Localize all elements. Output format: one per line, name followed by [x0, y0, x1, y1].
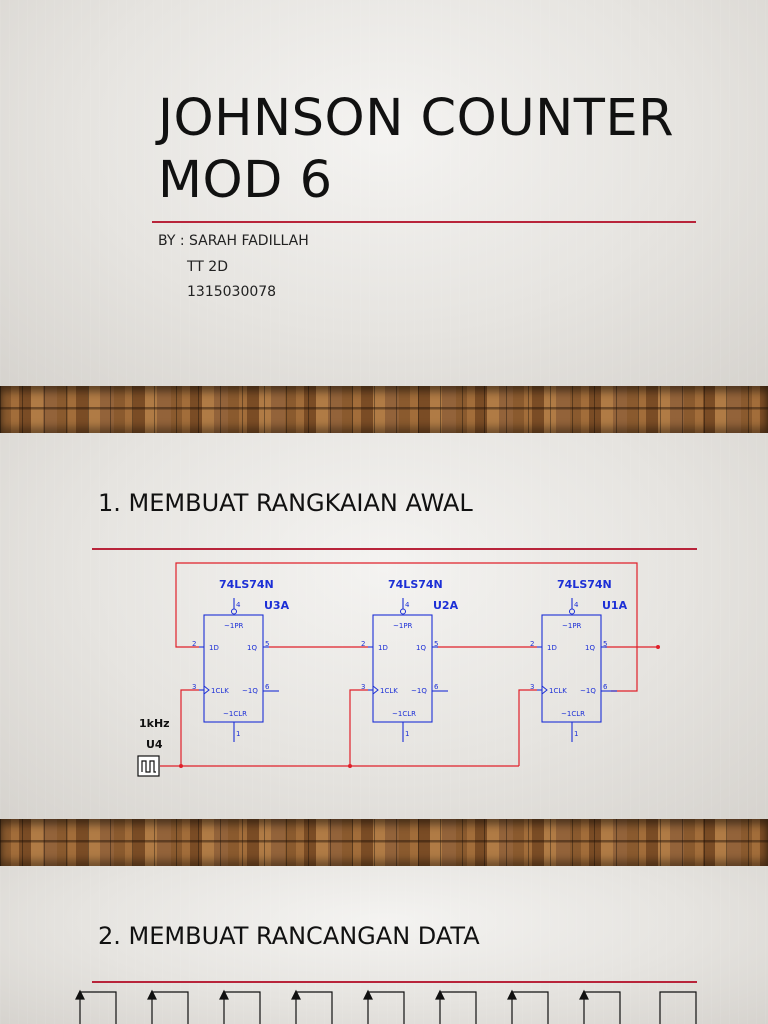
- flip-flop-3: 74LS74N U1A 4 ~1PR 2 1D 5 1Q 3 1CLK 6 ~1Q ~1CLR 1: [530, 578, 628, 742]
- flip-flop-body: [203, 614, 264, 723]
- rising-edge-arrow-icon: [363, 989, 373, 1000]
- q-not-pin-number: 6: [434, 683, 439, 691]
- section-divider: [92, 981, 697, 983]
- preset-pin-number: 4: [574, 601, 579, 609]
- flip-flop-1: 74LS74N U3A 4 ~1PR 2 1D 5 1Q 3 1CLK 6 ~1Q ~1CLR 1: [192, 578, 290, 742]
- data-pin-number: 2: [192, 640, 196, 648]
- author-line: BY : SARAH FADILLAH: [158, 233, 309, 249]
- flip-flop-reference: U3A: [264, 599, 290, 612]
- preset-pin-label: ~1PR: [393, 622, 413, 630]
- data-pin-label: 1D: [209, 644, 219, 652]
- q-not-pin-number: 6: [265, 683, 270, 691]
- clock-source: 1kHz U4: [137, 717, 170, 777]
- q-pin-label: 1Q: [247, 644, 257, 652]
- wood-floor-divider: [0, 386, 768, 433]
- clock-pulse: [511, 991, 549, 1024]
- q-not-pin-number: 6: [603, 683, 608, 691]
- preset-pin-label: ~1PR: [562, 622, 582, 630]
- q-pin-number: 5: [265, 640, 269, 648]
- data-pin-number: 2: [530, 640, 534, 648]
- timing-diagram-preview: [75, 989, 697, 1024]
- clock-pin-number: 3: [192, 683, 196, 691]
- flip-flop-reference: U1A: [602, 599, 628, 612]
- clear-pin-label: ~1CLR: [561, 710, 585, 718]
- clock-frequency-label: 1kHz: [139, 717, 170, 730]
- clock-pin-number: 3: [361, 683, 365, 691]
- flip-flop-reference: U2A: [433, 599, 459, 612]
- section-heading: 2. MEMBUAT RANCANGAN DATA: [98, 922, 480, 950]
- wire-junctions: [179, 645, 660, 768]
- q-pin-label: 1Q: [585, 644, 595, 652]
- section-heading: 1. MEMBUAT RANGKAIAN AWAL: [98, 489, 473, 517]
- wood-floor-divider: [0, 819, 768, 866]
- clear-pin-number: 1: [574, 730, 578, 738]
- flip-flop-2: 74LS74N U2A 4 ~1PR 2 1D 5 1Q 3 1CLK 6 ~1Q ~1CLR 1: [361, 578, 459, 742]
- clock-pulse: [367, 991, 405, 1024]
- clock-pulse: [223, 991, 261, 1024]
- circuit-slide: 1. MEMBUAT RANGKAIAN AWAL 1kHz U4: [0, 433, 768, 819]
- clock-pulse: [439, 991, 477, 1024]
- rising-edge-arrow-icon: [75, 989, 85, 1000]
- title-line-1: JOHNSON COUNTER: [158, 89, 675, 148]
- q-pin-number: 5: [434, 640, 438, 648]
- q-not-pin-label: ~1Q: [242, 687, 258, 695]
- square-wave-icon: [141, 760, 156, 773]
- main-title: JOHNSON COUNTER MOD 6: [158, 88, 674, 212]
- rising-edge-arrow-icon: [147, 989, 157, 1000]
- flip-flop-body: [541, 614, 602, 723]
- clock-pulse: [295, 991, 333, 1024]
- data-pin-label: 1D: [378, 644, 388, 652]
- preset-pin-label: ~1PR: [224, 622, 244, 630]
- class-line: TT 2D: [187, 258, 228, 275]
- section-divider: [92, 548, 697, 550]
- clock-pin-number: 3: [530, 683, 534, 691]
- rising-edge-arrow-icon: [435, 989, 445, 1000]
- title-divider: [152, 221, 696, 223]
- preset-pin-number: 4: [405, 601, 410, 609]
- q-not-pin-label: ~1Q: [580, 687, 596, 695]
- clock-pulse: [151, 991, 189, 1024]
- clock-pin-label: 1CLK: [211, 687, 229, 695]
- student-id-line: 1315030078: [187, 284, 277, 300]
- clear-pin-number: 1: [236, 730, 240, 738]
- clock-pin-label: 1CLK: [549, 687, 567, 695]
- rising-edge-arrow-icon: [219, 989, 229, 1000]
- clock-pulse: [583, 991, 621, 1024]
- clear-pin-number: 1: [405, 730, 409, 738]
- johnson-counter-schematic: 1kHz U4 74LS74N U3A 4 ~1PR 2 1D 5 1Q 3 1CLK 6 ~1Q ~1…: [137, 562, 660, 777]
- title-slide: JOHNSON COUNTER MOD 6 BY : SARAH FADILLA…: [0, 0, 768, 386]
- rising-edge-arrow-icon: [507, 989, 517, 1000]
- flip-flop-part-number: 74LS74N: [219, 578, 274, 591]
- flip-flop-part-number: 74LS74N: [388, 578, 443, 591]
- rising-edge-arrow-icon: [291, 989, 301, 1000]
- data-design-slide: 2. MEMBUAT RANCANGAN DATA: [0, 866, 768, 1024]
- q-pin-number: 5: [603, 640, 607, 648]
- data-pin-label: 1D: [547, 644, 557, 652]
- clear-pin-label: ~1CLR: [223, 710, 247, 718]
- flip-flop-body: [372, 614, 433, 723]
- title-line-2: MOD 6: [158, 151, 333, 210]
- clock-pin-label: 1CLK: [380, 687, 398, 695]
- data-pin-number: 2: [361, 640, 365, 648]
- clock-ref-label: U4: [146, 738, 163, 751]
- q-pin-label: 1Q: [416, 644, 426, 652]
- q-not-pin-label: ~1Q: [411, 687, 427, 695]
- clock-pulse: [79, 991, 117, 1024]
- circuit-wires: [160, 562, 658, 767]
- clear-pin-label: ~1CLR: [392, 710, 416, 718]
- author-block: BY : SARAH FADILLAH TT 2D 1315030078: [158, 229, 309, 306]
- rising-edge-arrow-icon: [579, 989, 589, 1000]
- flip-flop-part-number: 74LS74N: [557, 578, 612, 591]
- clock-pulse: [659, 991, 697, 1024]
- preset-pin-number: 4: [236, 601, 241, 609]
- clock-pulses: [75, 989, 697, 1024]
